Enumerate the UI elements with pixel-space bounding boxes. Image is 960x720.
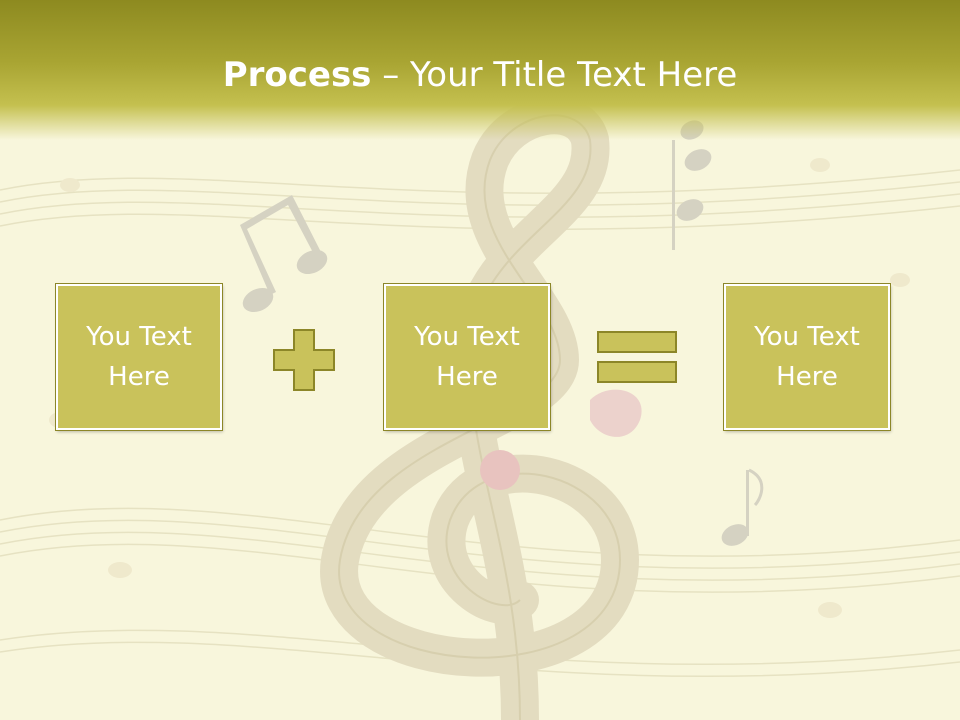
title-bold-text: Process — [222, 55, 372, 95]
plus-icon — [273, 329, 335, 391]
text-box-2[interactable]: You Text Here — [384, 284, 550, 430]
text-box-2-label: You Text Here — [414, 322, 520, 392]
text-box-3-label: You Text Here — [754, 322, 860, 392]
text-box-1[interactable]: You Text Here — [56, 284, 222, 430]
text-box-1-label: You Text Here — [86, 322, 192, 392]
text-box-3[interactable]: You Text Here — [724, 284, 890, 430]
title-bar — [0, 0, 960, 140]
title-rest-text: – Your Title Text Here — [371, 55, 738, 95]
slide-title[interactable]: Process – Your Title Text Here — [0, 52, 960, 98]
equals-icon — [597, 331, 677, 383]
